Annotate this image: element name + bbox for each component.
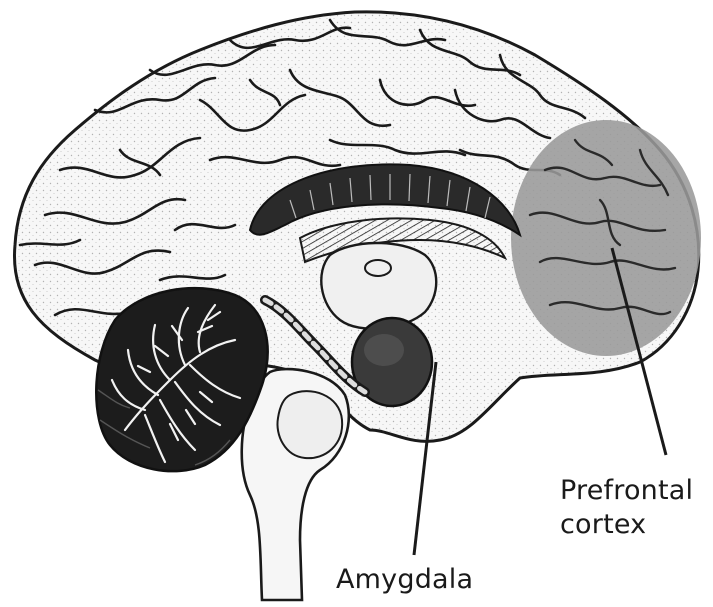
prefrontal-label-line2: cortex [560, 508, 693, 542]
prefrontal-label-line1: Prefrontal [560, 474, 693, 508]
amygdala-label: Amygdala [336, 563, 473, 597]
thalamus [321, 243, 436, 329]
prefrontal-highlight [511, 120, 701, 356]
prefrontal-cortex-label: Prefrontal cortex [560, 474, 693, 542]
amygdala-shade [364, 334, 404, 366]
pons [277, 391, 342, 458]
